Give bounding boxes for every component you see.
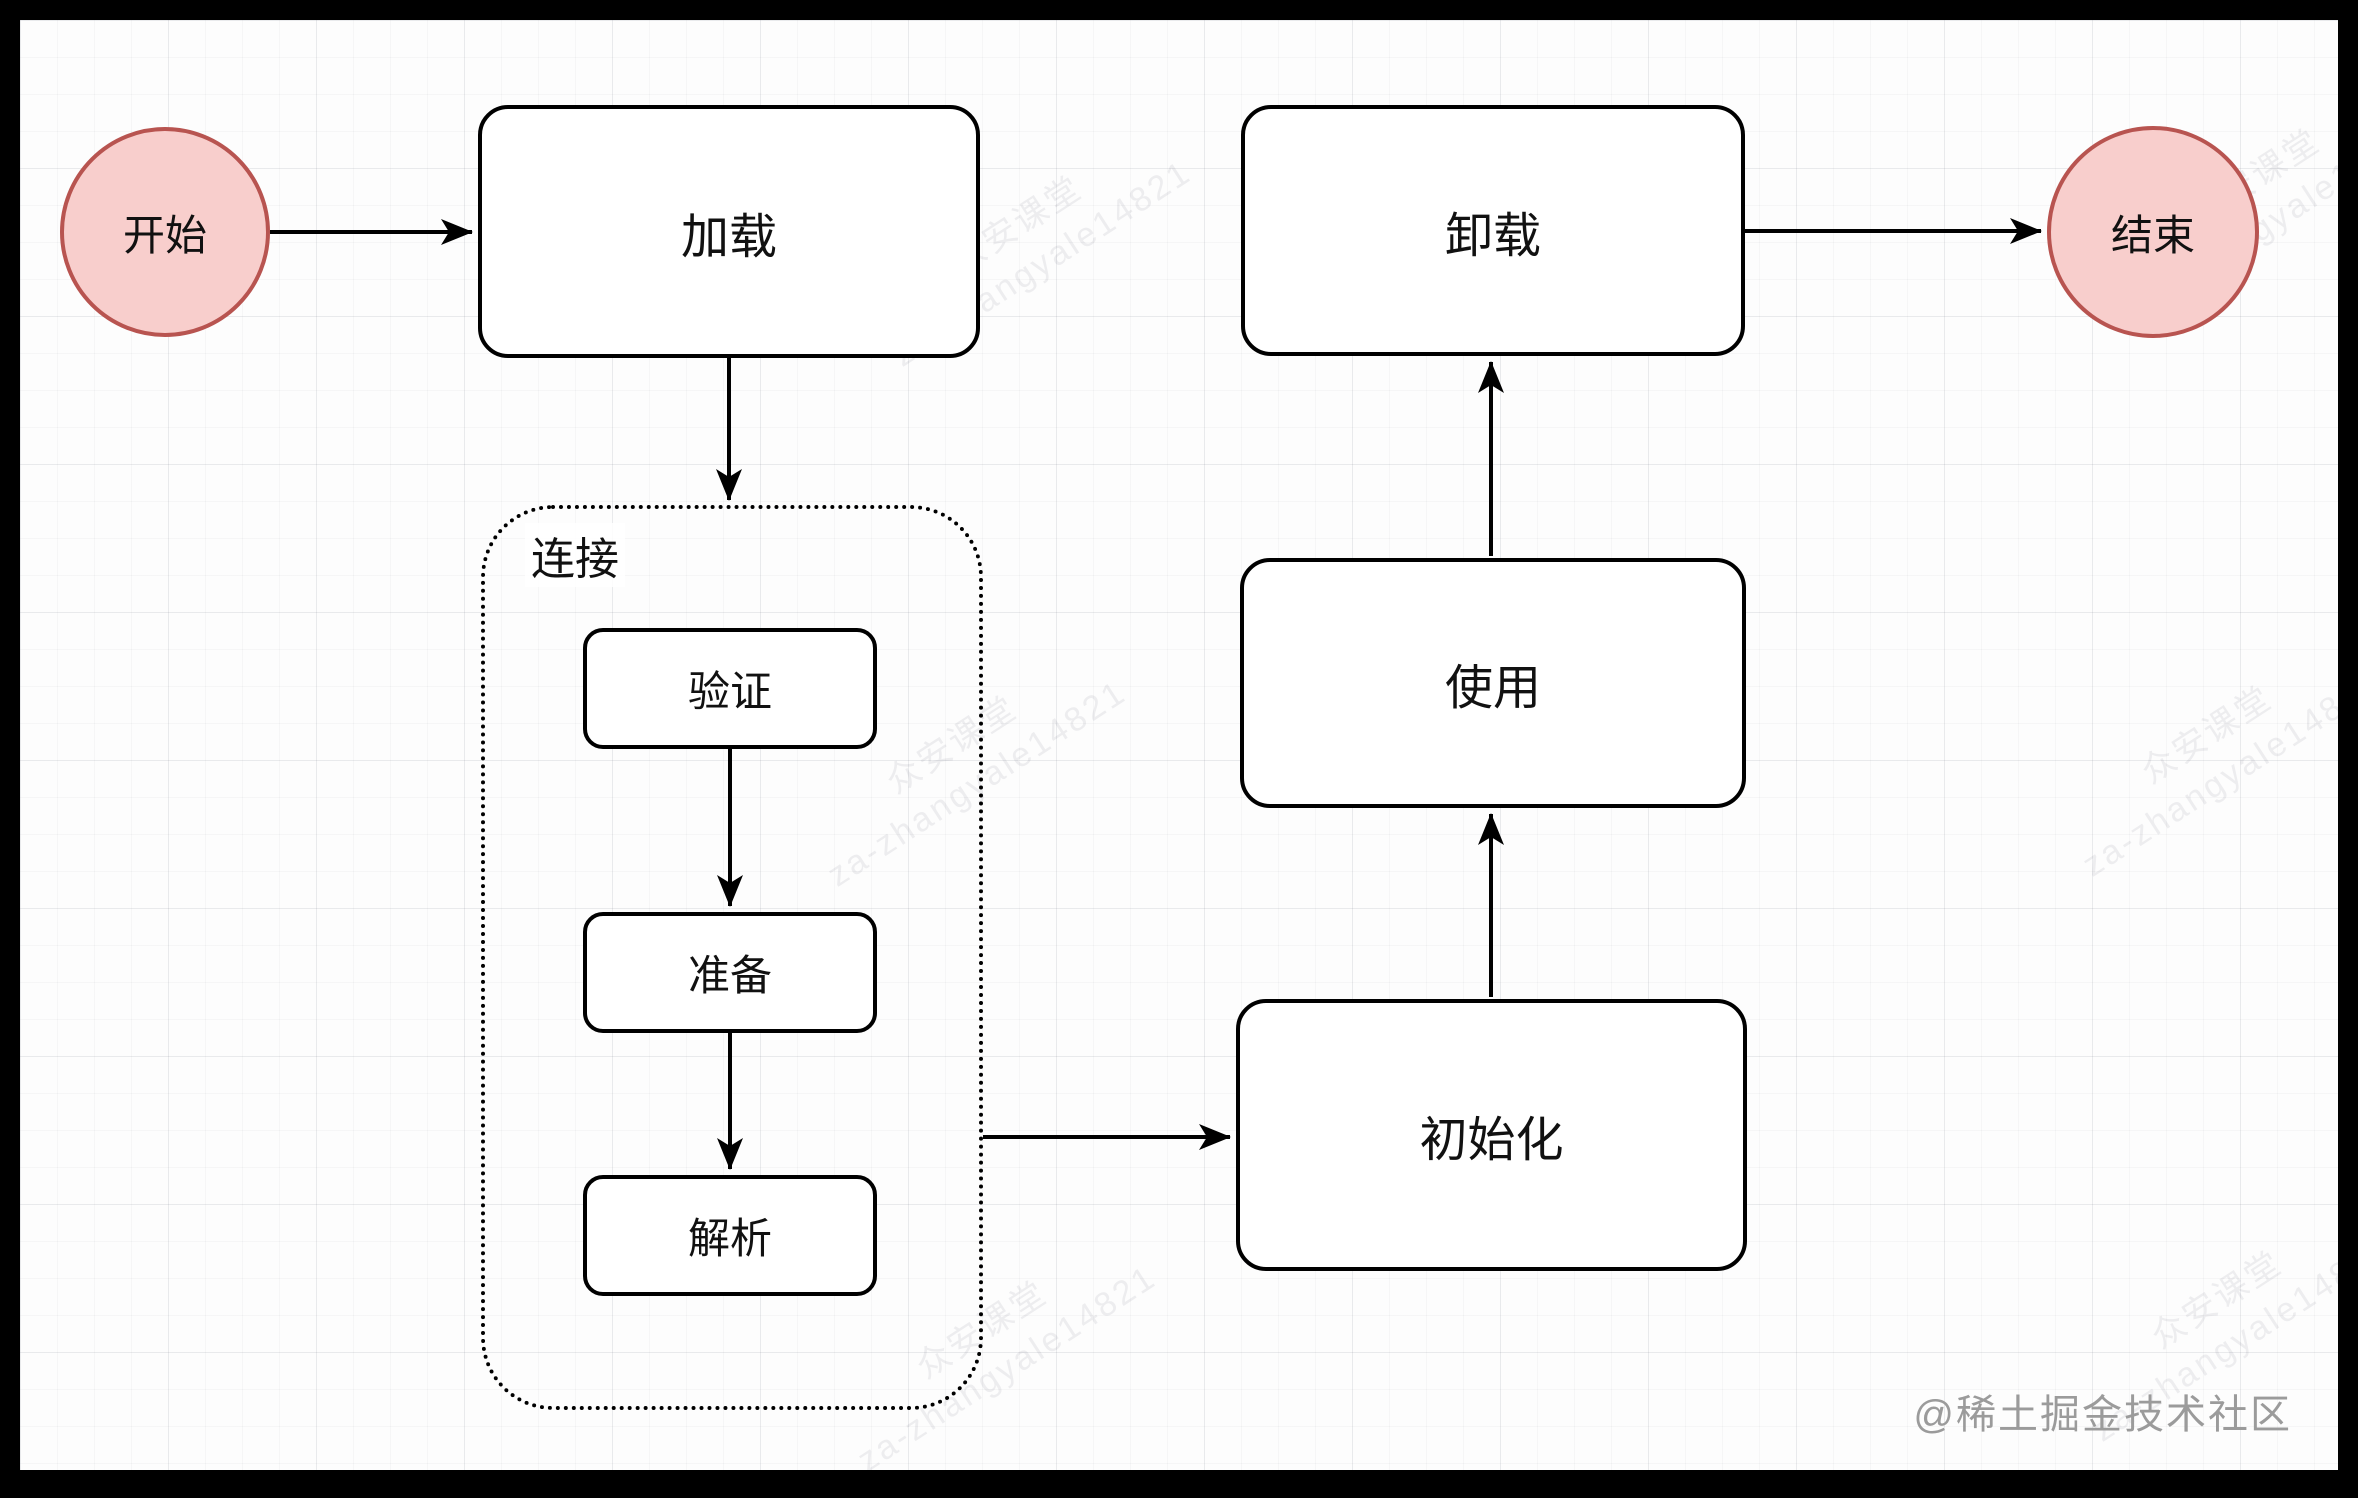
node-resolve-label: 解析 <box>687 1215 772 1262</box>
node-start-label: 开始 <box>122 211 207 259</box>
group-link-label: 连接 <box>525 523 625 587</box>
node-init: 初始化 <box>1236 999 1747 1271</box>
node-load-label: 加载 <box>680 210 777 264</box>
node-start: 开始 <box>60 127 270 337</box>
group-link: 连接 <box>481 505 983 1410</box>
node-end: 结束 <box>2047 126 2259 338</box>
node-unload: 卸载 <box>1241 105 1745 356</box>
node-use-label: 使用 <box>1444 662 1541 715</box>
node-end-label: 结束 <box>2110 211 2195 259</box>
node-prepare: 准备 <box>583 912 877 1033</box>
diagram-canvas: 众安课堂 za-zhangyale14821 众安课堂 za-zhangyale… <box>20 20 2338 1470</box>
connector-layer <box>270 218 2042 1170</box>
watermark: 众安课堂 za-zhangyale14821 <box>2049 622 2338 888</box>
node-verify: 验证 <box>583 628 877 749</box>
community-credit: @稀土掘金技术社区 <box>1913 1393 2292 1437</box>
node-init-label: 初始化 <box>1419 1114 1564 1167</box>
node-load: 加载 <box>478 105 980 358</box>
node-verify-label: 验证 <box>687 668 772 715</box>
node-unload-label: 卸载 <box>1444 209 1541 263</box>
node-resolve: 解析 <box>583 1175 877 1296</box>
node-prepare-label: 准备 <box>687 952 772 999</box>
node-use: 使用 <box>1240 558 1746 808</box>
